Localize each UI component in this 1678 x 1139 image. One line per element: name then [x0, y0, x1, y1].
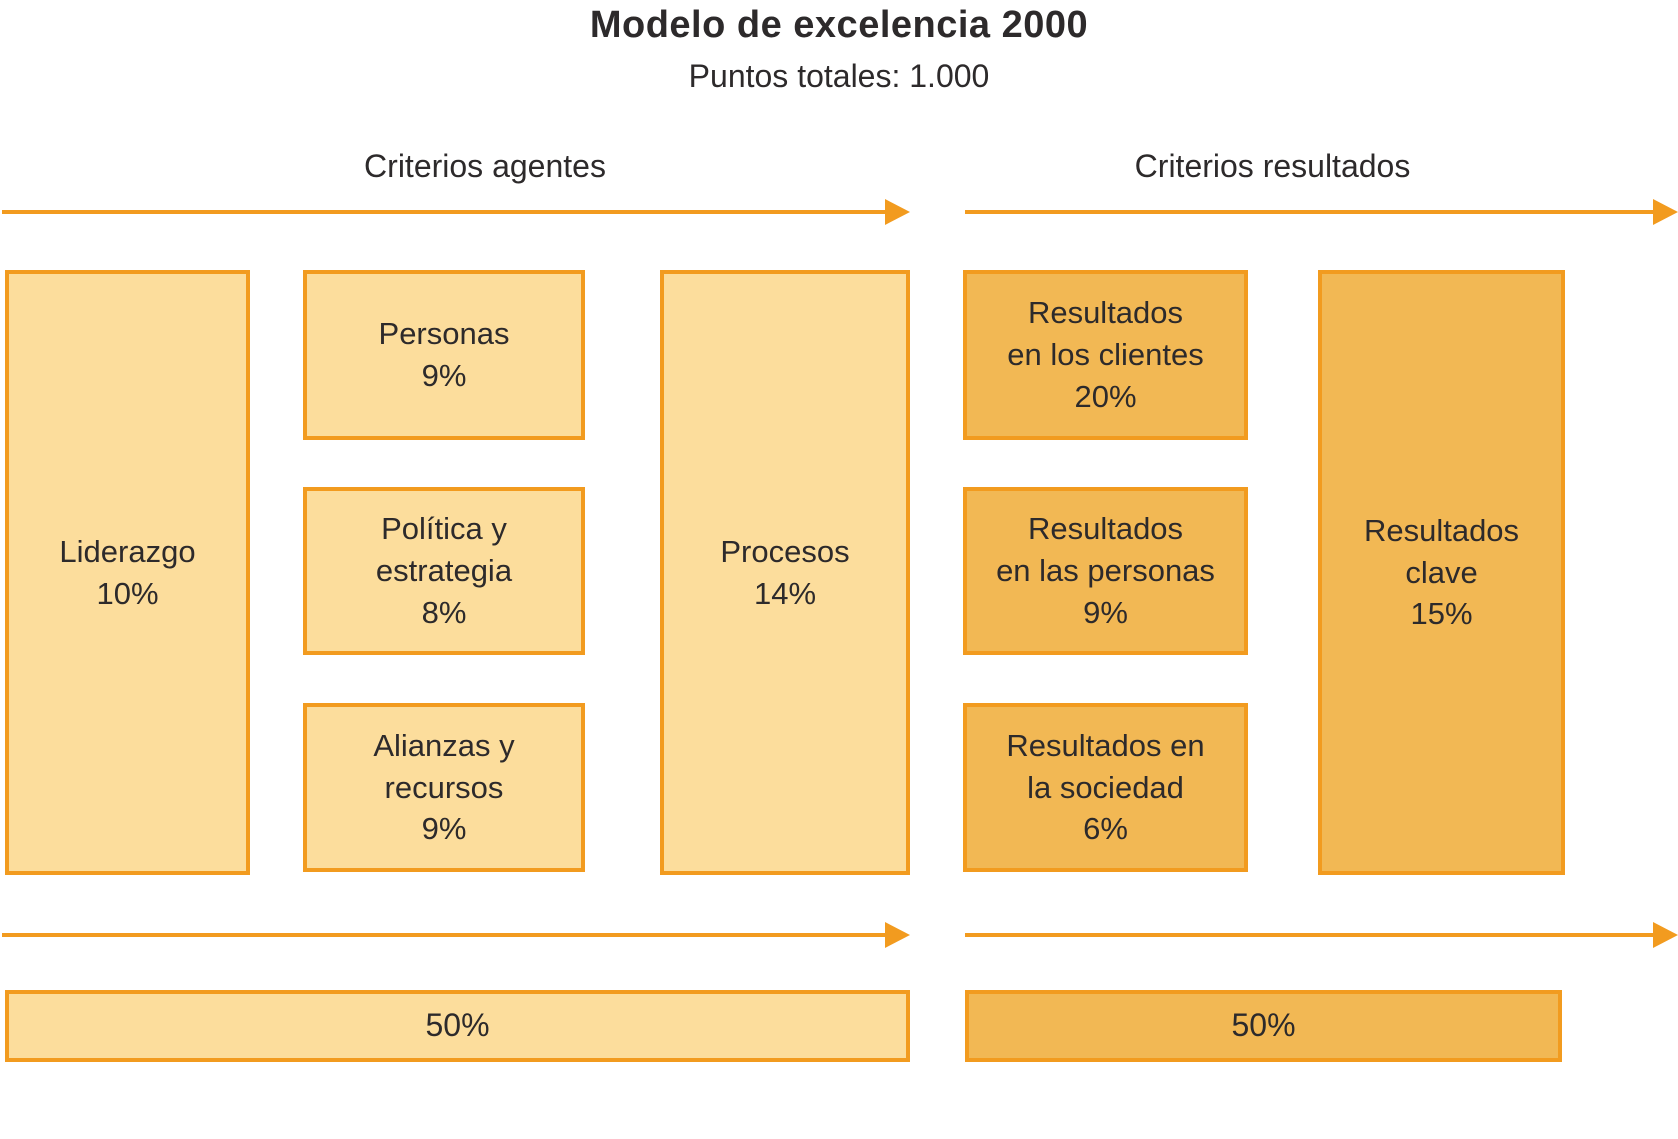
- agents-bottom-arrow: [2, 921, 910, 949]
- arrow-head-icon: [1653, 199, 1678, 225]
- agents-top-arrow: [2, 198, 910, 226]
- arrow-head-icon: [885, 199, 910, 225]
- results-top-arrow: [965, 198, 1678, 226]
- arrow-shaft: [2, 933, 885, 937]
- arrow-head-icon: [885, 922, 910, 948]
- box-resultados-clave: Resultados clave 15%: [1318, 270, 1565, 875]
- box-resultados-clientes: Resultados en los clientes 20%: [963, 270, 1248, 440]
- box-procesos: Procesos 14%: [660, 270, 910, 875]
- box-resultados-sociedad: Resultados en la sociedad 6%: [963, 703, 1248, 872]
- arrow-shaft: [965, 933, 1653, 937]
- box-resultados-personas: Resultados en las personas 9%: [963, 487, 1248, 655]
- agents-section-label: Criterios agentes: [364, 148, 606, 184]
- agents-total-box: 50%: [5, 990, 910, 1062]
- box-personas: Personas 9%: [303, 270, 585, 440]
- box-liderazgo: Liderazgo 10%: [5, 270, 250, 875]
- diagram-subtitle: Puntos totales: 1.000: [688, 58, 990, 94]
- results-total-box: 50%: [965, 990, 1562, 1062]
- box-politica-estrategia: Política y estrategia 8%: [303, 487, 585, 655]
- arrow-shaft: [965, 210, 1653, 214]
- diagram-title: Modelo de excelencia 2000: [589, 4, 1089, 46]
- arrow-head-icon: [1653, 922, 1678, 948]
- results-bottom-arrow: [965, 921, 1678, 949]
- arrow-shaft: [2, 210, 885, 214]
- box-alianzas-recursos: Alianzas y recursos 9%: [303, 703, 585, 872]
- results-section-label: Criterios resultados: [1134, 148, 1411, 184]
